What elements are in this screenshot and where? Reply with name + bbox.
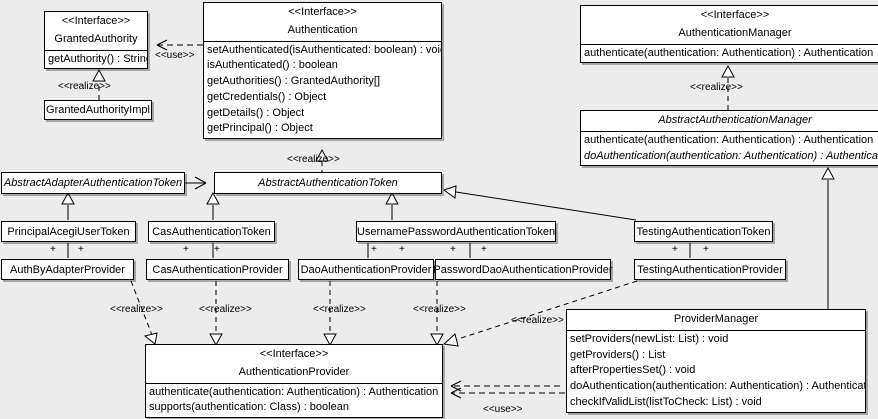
operation-row: getAuthority() : String (48, 52, 147, 65)
edge-casauthenticationtoken-extends-abstractauthenticationtoken (206, 191, 220, 220)
class-name-label: TestingAuthenticationToken (636, 225, 771, 238)
edge-providermanager-uses-authenticationprovider-upper (450, 380, 560, 392)
assoc-plus-marker: + (672, 244, 678, 255)
class-name-label: AuthenticationManager (678, 26, 792, 39)
assoc-plus-marker: + (50, 244, 56, 255)
operation-row: getPrincipal() : Object (207, 122, 313, 135)
edge-providermanager-extends-abstractauthenticationmanager (821, 166, 835, 309)
assoc-plus-marker: + (78, 244, 84, 255)
assoc-plus-marker: + (183, 244, 189, 255)
class-granted-authority[interactable]: <<Interface>> GrantedAuthority getAuthor… (44, 11, 148, 70)
class-name-label: DaoAuthenticationProvider (300, 263, 432, 276)
edge-usernamepasswordtoken-extends-abstractauthenticationtoken (385, 191, 399, 220)
class-authentication[interactable]: <<Interface>> Authentication setAuthenti… (203, 2, 442, 139)
operation-row: setAuthenticated(isAuthenticated: boolea… (207, 43, 441, 56)
class-name-label: GrantedAuthority (54, 32, 138, 45)
edge-label-realize-daoauthenticationprovider: <<realize>> (313, 304, 366, 315)
class-abstract-authentication-token[interactable]: AbstractAuthenticationToken (214, 172, 442, 194)
class-name-label: PasswordDaoAuthenticationProvider (433, 263, 613, 276)
edge-label-realize-abstractauthenticationmanager: <<realize>> (690, 82, 743, 93)
class-name-label: CasAuthenticationToken (152, 225, 271, 238)
class-name-label: AbstractAuthenticationToken (258, 177, 398, 189)
operation-row: authenticate(authentication: Authenticat… (149, 385, 439, 398)
operations-compartment: authenticate(authentication: Authenticat… (146, 382, 442, 418)
assoc-plus-marker: + (450, 244, 456, 255)
class-auth-by-adapter-provider[interactable]: AuthByAdapterProvider (1, 259, 134, 280)
stereotype-label: <<Interface>> (61, 15, 131, 27)
operation-row: getProviders() : List (570, 348, 666, 361)
operations-compartment: getAuthority() : String (45, 49, 147, 69)
operation-row: authenticate(authentication: Authenticat… (584, 133, 874, 146)
class-name-label: AuthenticationProvider (238, 365, 350, 378)
class-header: <<Interface>> Authentication (204, 3, 441, 41)
class-authentication-provider[interactable]: <<Interface>> AuthenticationProvider aut… (145, 344, 443, 418)
edge-label-realize-authbyadapterprovider: <<realize>> (110, 304, 163, 315)
operation-row: doAuthentication(authentication: Authent… (584, 149, 878, 162)
class-name-label: UsernamePasswordAuthenticationToken (356, 225, 556, 238)
assoc-plus-marker: + (481, 244, 487, 255)
class-granted-authority-impl[interactable]: GrantedAuthorityImpl (44, 100, 152, 120)
class-name-label: PrincipalAcegiUserToken (7, 225, 130, 238)
class-abstract-authentication-manager[interactable]: AbstractAuthenticationManager authentica… (580, 110, 878, 167)
class-testing-authentication-token[interactable]: TestingAuthenticationToken (634, 221, 773, 242)
assoc-plus-marker: + (399, 244, 405, 255)
edge-label-use-authentication-grantedauthority: <<use>> (155, 50, 195, 61)
class-name-label: CasAuthenticationProvider (152, 263, 283, 276)
edge-providermanager-uses-authenticationprovider (450, 387, 565, 399)
edge-label-realize-passworddaoauthenticationprovider: <<realize>> (413, 304, 466, 315)
class-principal-acegi-user-token[interactable]: PrincipalAcegiUserToken (1, 221, 136, 242)
class-header: ProviderManager (567, 310, 865, 330)
assoc-plus-marker: + (371, 244, 377, 255)
operation-row: authenticate(authentication: Authenticat… (584, 46, 874, 59)
edge-label-realize-testingauthenticationprovider: <<realize>> (511, 315, 564, 326)
class-provider-manager[interactable]: ProviderManager setProviders(newList: Li… (566, 309, 866, 413)
assoc-plus-marker: + (703, 244, 709, 255)
edge-label-realize-casauthenticationprovider: <<realize>> (199, 304, 252, 315)
class-header: <<Interface>> GrantedAuthority (45, 12, 147, 50)
operations-compartment: authenticate(authentication: Authenticat… (581, 43, 878, 63)
class-name-label: GrantedAuthorityImpl (46, 104, 150, 116)
class-name-label: AbstractAdapterAuthenticationToken (3, 177, 183, 189)
edge-label-realize-grantedauthorityimpl: <<realize>> (58, 81, 111, 92)
operation-row: supports(authentication: Class) : boolea… (149, 401, 349, 414)
class-name-label: AuthByAdapterProvider (10, 263, 125, 276)
class-username-password-authentication-token[interactable]: UsernamePasswordAuthenticationToken (356, 221, 556, 242)
stereotype-label: <<Interface>> (288, 6, 357, 18)
class-cas-authentication-token[interactable]: CasAuthenticationToken (148, 221, 275, 242)
class-abstract-adapter-authentication-token[interactable]: AbstractAdapterAuthenticationToken (1, 172, 185, 194)
operation-row: getDetails() : Object (207, 106, 305, 119)
operation-row: isAuthenticated() : boolean (207, 59, 338, 72)
operations-compartment: authenticate(authentication: Authenticat… (581, 130, 878, 166)
edge-abstractadapter-to-abstractauthenticationtoken (184, 176, 207, 190)
operation-row: doAuthentication(authentication: Authent… (570, 380, 865, 392)
class-authentication-manager[interactable]: <<Interface>> AuthenticationManager auth… (580, 5, 878, 64)
operation-row: checkIfValidList(listToCheck: List) : vo… (570, 395, 762, 408)
operations-compartment: setAuthenticated(isAuthenticated: boolea… (204, 40, 441, 139)
operation-row: setProviders(newList: List) : void (570, 332, 729, 345)
operation-row: getCredentials() : Object (207, 90, 327, 103)
class-name-label: ProviderManager (673, 313, 759, 325)
edge-authentication-uses-grantedauthority (156, 39, 203, 51)
assoc-plus-marker: + (214, 244, 220, 255)
operations-compartment: setProviders(newList: List) : void getPr… (567, 329, 865, 412)
class-name-label: AbstractAuthenticationManager (658, 114, 812, 126)
class-password-dao-authentication-provider[interactable]: PasswordDaoAuthenticationProvider (433, 259, 613, 280)
class-dao-authentication-provider[interactable]: DaoAuthenticationProvider (298, 259, 434, 280)
operation-row: getAuthorities() : GrantedAuthority[] (207, 75, 381, 87)
edge-label-use-providermanager-authenticationprovider: <<use>> (483, 404, 523, 415)
class-cas-authentication-provider[interactable]: CasAuthenticationProvider (146, 259, 289, 280)
stereotype-label: <<Interface>> (700, 9, 770, 21)
class-header: <<Interface>> AuthenticationManager (581, 6, 878, 44)
edge-principalacegiusertoken-extends-abstractadapter (61, 191, 75, 220)
edge-testingauthenticationtoken-extends-abstractauthenticationtoken (442, 185, 637, 221)
stereotype-label: <<Interface>> (259, 348, 329, 360)
class-header: AbstractAuthenticationManager (581, 111, 878, 131)
class-testing-authentication-provider[interactable]: TestingAuthenticationProvider (634, 259, 786, 280)
edge-label-realize-abstractauthenticationtoken: <<realize>> (287, 154, 340, 165)
class-name-label: TestingAuthenticationProvider (637, 263, 783, 276)
operation-row: afterPropertiesSet() : void (570, 364, 696, 377)
class-name-label: Authentication (287, 23, 358, 36)
class-header: <<Interface>> AuthenticationProvider (146, 345, 442, 383)
